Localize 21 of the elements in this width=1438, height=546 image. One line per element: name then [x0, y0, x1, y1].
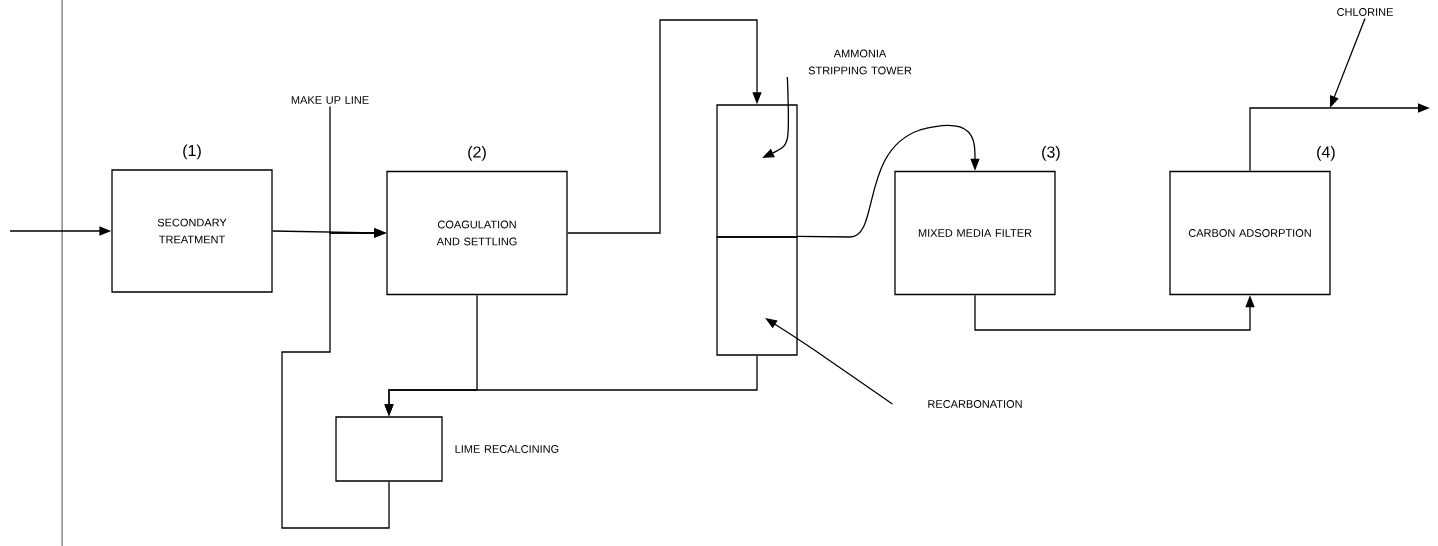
stream-label: CHLORINE: [1337, 8, 1393, 16]
stream-label: RECARBONATION: [928, 400, 1022, 408]
flow-line: [567, 19, 762, 234]
process-box: SECONDARY TREATMENT (1): [111, 144, 273, 293]
tower-section: [716, 104, 798, 238]
node-label: (1): [183, 144, 201, 160]
tower-section: [716, 236, 798, 356]
flow-line: [281, 228, 390, 529]
stream-label: MAKE UP LINE: [291, 96, 369, 104]
process-box: MIXED MEDIA FILTER (3): [894, 145, 1060, 296]
leader-line: [765, 318, 893, 405]
flow-line: [797, 124, 980, 238]
process-box: CARBON ADSORPTION (4): [1169, 145, 1335, 296]
stream-label: AMMONIA STRIPPING TOWER: [808, 49, 912, 75]
node-label: LIME RECALCINING: [455, 445, 559, 453]
node-label: (4): [1317, 145, 1335, 161]
flow-line: [974, 294, 1255, 331]
node-label: (3): [1042, 145, 1060, 161]
node-label: (2): [468, 145, 486, 161]
process-box: COAGULATION AND SETTLING (2): [386, 145, 568, 296]
process-box: LIME RECALCINING: [335, 416, 559, 482]
